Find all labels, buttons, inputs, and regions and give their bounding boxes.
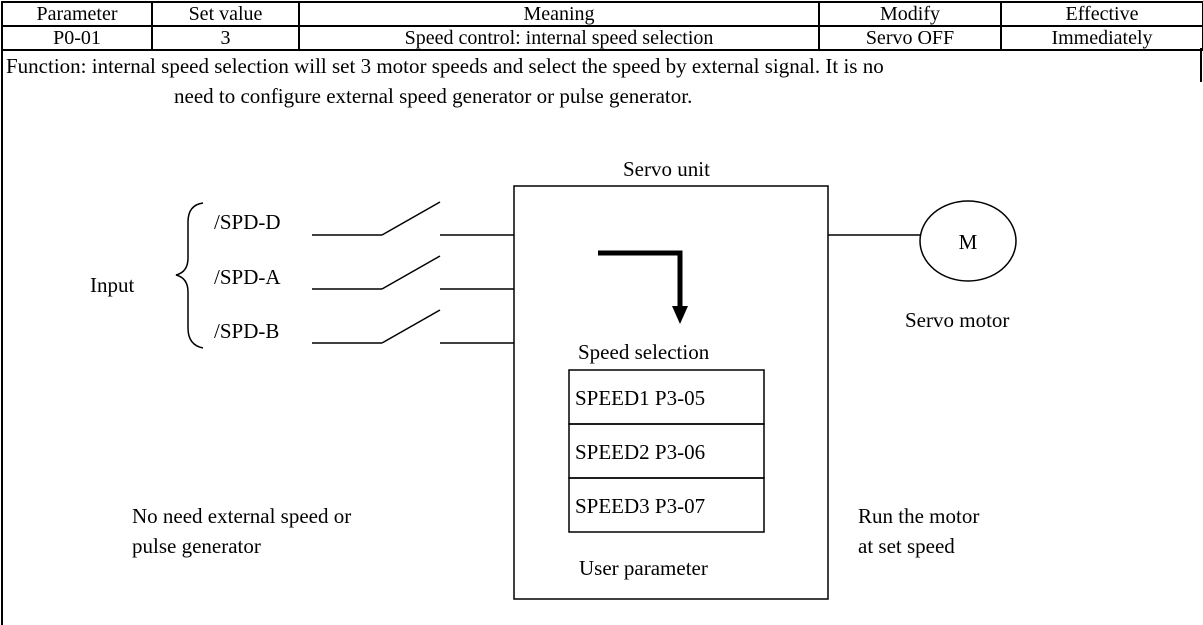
- servo-unit-label: Servo unit: [623, 157, 710, 181]
- input-brace: [175, 202, 204, 349]
- left-note-line-1: No need external speed or: [132, 504, 351, 528]
- header-set-value: Set value: [151, 1, 300, 27]
- signal-spd-b-label: /SPD-B: [214, 319, 279, 343]
- switch-spd-d: [381, 201, 441, 236]
- motor-label: Servo motor: [905, 308, 1009, 332]
- function-text-line-1: Function: internal speed selection will …: [6, 54, 884, 78]
- motor-circle: [919, 200, 1017, 282]
- speed-selection-label: Speed selection: [578, 340, 710, 364]
- selector-arrowhead: [672, 306, 688, 324]
- right-note-line-2: at set speed: [858, 534, 955, 558]
- header-parameter: Parameter: [1, 1, 153, 27]
- switch-spd-b: [381, 309, 441, 344]
- speed-3-box: [568, 477, 765, 533]
- speed-1-label: SPEED1 P3-05: [575, 386, 705, 410]
- right-note-line-1: Run the motor: [858, 504, 979, 528]
- header-meaning: Meaning: [298, 1, 820, 27]
- selector-arrow: [598, 250, 683, 308]
- cell-parameter: P0-01: [1, 25, 153, 51]
- speed-3-label: SPEED3 P3-07: [575, 494, 705, 518]
- header-effective: Effective: [1000, 1, 1203, 27]
- cell-effective: Immediately: [1000, 25, 1203, 51]
- user-parameter-label: User parameter: [579, 556, 708, 580]
- frame-right-border: [1200, 48, 1202, 82]
- table-row: P0-01 3 Speed control: internal speed se…: [1, 25, 1203, 51]
- cell-modify: Servo OFF: [818, 25, 1002, 51]
- parameter-table: Parameter Set value Meaning Modify Effec…: [1, 1, 1203, 51]
- header-modify: Modify: [818, 1, 1002, 27]
- function-text-line-2: need to configure external speed generat…: [174, 84, 693, 108]
- cell-set-value: 3: [151, 25, 300, 51]
- speed-2-label: SPEED2 P3-06: [575, 440, 705, 464]
- left-note-line-2: pulse generator: [132, 534, 261, 558]
- cell-meaning: Speed control: internal speed selection: [298, 25, 820, 51]
- switch-spd-a: [381, 255, 441, 290]
- signal-spd-d-label: /SPD-D: [214, 210, 281, 234]
- signal-spd-a-label: /SPD-A: [214, 265, 281, 289]
- servo-unit-box: [513, 185, 829, 600]
- input-label: Input: [90, 273, 134, 297]
- table-header-row: Parameter Set value Meaning Modify Effec…: [1, 1, 1203, 27]
- motor-symbol: M: [959, 230, 978, 254]
- frame-left-border: [1, 48, 3, 625]
